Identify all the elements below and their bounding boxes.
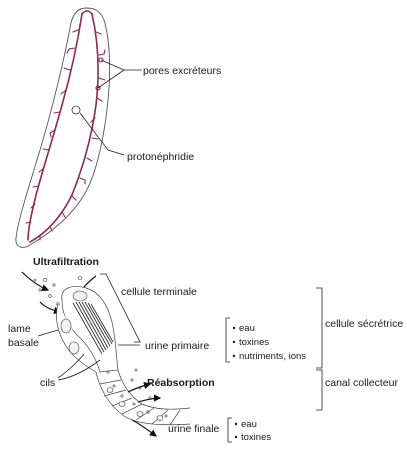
canal-branch — [66, 47, 76, 54]
canal-branch — [98, 49, 106, 56]
urine-finale-item: toxines — [241, 432, 271, 443]
reabsorption-arrow-1 — [127, 381, 152, 393]
cellule-terminale-bracket — [100, 273, 141, 343]
lame-basale-label-line2: basale — [8, 337, 39, 349]
flatworm-body-outline — [15, 7, 111, 248]
cils-label: cils — [40, 377, 55, 389]
urine-primaire-item: toxines — [239, 337, 269, 348]
pores-leader-line-2 — [97, 69, 125, 89]
flatworm-illustration: pores excréteurs protonéphridie — [15, 7, 221, 248]
terminal-cell-nucleus — [72, 290, 88, 302]
cils-leader-line-2 — [57, 359, 101, 381]
canal-cells — [99, 379, 181, 426]
cellule-terminale-label: cellule terminale — [121, 286, 197, 298]
canal-branch — [60, 89, 67, 95]
canal-collecteur-label: canal collecteur — [325, 377, 398, 389]
ultrafiltration-arrow-1 — [21, 271, 50, 292]
urine-finale-item: eau — [241, 419, 257, 430]
lame-basale-label-line1: lame — [8, 323, 31, 335]
canal-branch — [79, 177, 86, 185]
ultrafiltration-label: Ultrafiltration — [33, 256, 99, 268]
urine-primaire-item: nutriments, ions — [239, 351, 306, 362]
protonephridium-marker — [71, 105, 81, 115]
urine-finale-brace — [227, 417, 232, 443]
canal-branch — [71, 195, 77, 201]
right-excretory-canal — [29, 13, 99, 243]
urine-finale-list: eau toxines — [234, 419, 271, 443]
protonephridium-detail: Ultrafiltration — [8, 256, 403, 443]
lumen-particles — [106, 368, 168, 418]
canal-collecteur-bracket — [316, 369, 323, 411]
urine-finale-arrow — [131, 419, 157, 437]
urine-finale-label: urine finale — [168, 423, 220, 435]
canal-branch — [91, 137, 99, 140]
excretory-pore — [95, 85, 101, 91]
canal-branch — [63, 67, 71, 71]
canal-branch — [61, 211, 66, 218]
canal-branch — [30, 203, 36, 209]
canal-branch — [25, 221, 32, 224]
canal-branch — [96, 97, 103, 102]
urine-primaire-list: eau toxines nutriments, ions — [232, 323, 306, 362]
urine-primaire-brace — [225, 317, 230, 363]
protonephridie-leader-line — [79, 112, 125, 156]
cellule-secretrice-label: cellule sécrétrice — [325, 318, 403, 330]
canal-branch — [49, 129, 56, 138]
excretory-pore — [98, 57, 104, 63]
canal-branch — [53, 111, 61, 114]
canal-branch — [95, 31, 102, 35]
protonephridial-canals — [25, 10, 106, 243]
canal-branch — [49, 225, 53, 232]
canal-branch — [32, 185, 40, 188]
left-excretory-canal — [27, 13, 83, 241]
canal-branch — [86, 157, 93, 162]
cellule-secretrice-bracket — [316, 287, 323, 369]
cils-leader-line-1 — [57, 353, 85, 379]
canal-branch — [90, 117, 96, 123]
reabsorption-arrow-2 — [137, 394, 162, 403]
basal-cell-nucleus — [60, 318, 72, 334]
lame-basale-leader-line — [37, 329, 59, 337]
protonephridie-label: protonéphridie — [127, 151, 194, 163]
urine-primaire-label: urine primaire — [145, 340, 209, 352]
canal-branch — [72, 29, 79, 33]
basal-cell-nucleus — [68, 341, 80, 355]
anterior-canal-junction — [81, 10, 93, 15]
cilia-bundle — [72, 301, 114, 355]
canal-branch — [42, 148, 50, 151]
reabsorption-label: Réabsorption — [147, 377, 215, 389]
canal-branch — [98, 77, 106, 81]
pores-excreteurs-label: pores excréteurs — [143, 65, 221, 77]
canal-branch — [38, 167, 45, 173]
urine-primaire-item: eau — [239, 323, 255, 334]
